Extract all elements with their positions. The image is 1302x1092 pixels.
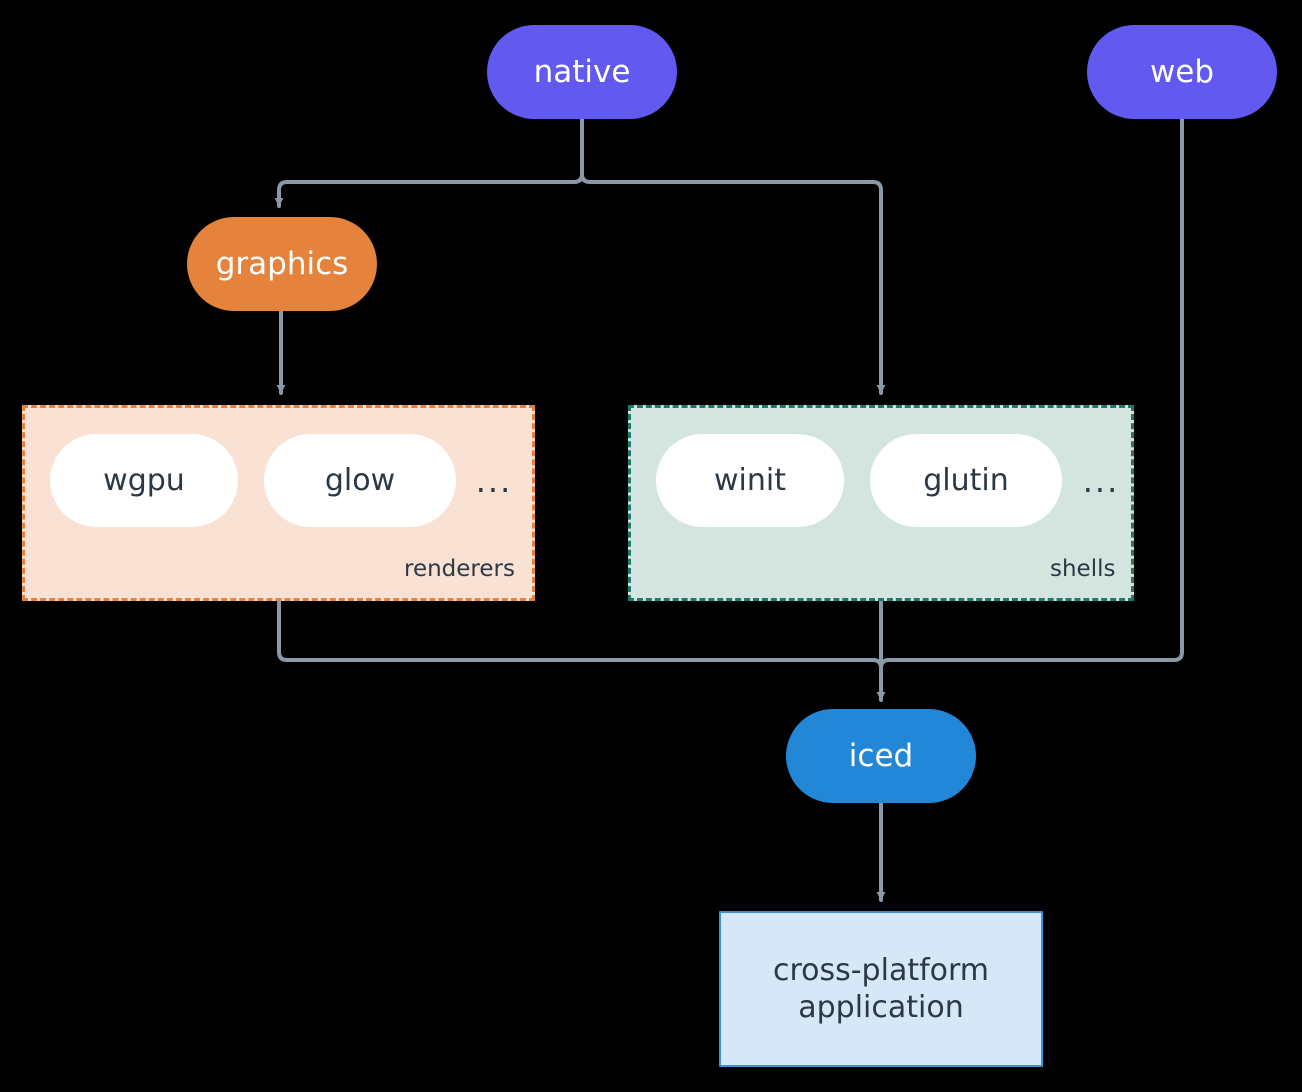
node-glow-label: glow (324, 463, 396, 498)
node-graphics[interactable]: graphics (187, 217, 377, 311)
application-label-line2: application (798, 990, 964, 1025)
node-native-label: native (533, 53, 631, 90)
application-label-line1: cross-platform (772, 952, 990, 988)
node-cross-platform-application[interactable]: cross-platform application (719, 911, 1043, 1067)
edge-native-to-shells (580, 117, 886, 395)
group-label-renderers: renderers (404, 556, 515, 582)
node-wgpu[interactable]: wgpu (50, 434, 238, 527)
node-iced[interactable]: iced (786, 709, 976, 803)
node-glutin[interactable]: glutin (870, 434, 1062, 527)
node-iced-label: iced (848, 737, 914, 774)
shells-ellipsis: ... (1082, 462, 1120, 500)
renderers-ellipsis: ... (475, 462, 513, 500)
node-native[interactable]: native (487, 25, 677, 119)
node-glutin-label: glutin (923, 463, 1009, 498)
node-glow[interactable]: glow (264, 434, 456, 527)
node-web[interactable]: web (1087, 25, 1277, 119)
node-graphics-label: graphics (215, 245, 349, 282)
node-web-label: web (1149, 53, 1215, 90)
group-label-shells: shells (1050, 556, 1116, 582)
node-wgpu-label: wgpu (103, 463, 185, 498)
edge-native-to-graphics (274, 117, 584, 208)
node-winit-label: winit (714, 463, 786, 498)
node-winit[interactable]: winit (656, 434, 844, 527)
edge-renderers-to-iced (277, 599, 883, 700)
